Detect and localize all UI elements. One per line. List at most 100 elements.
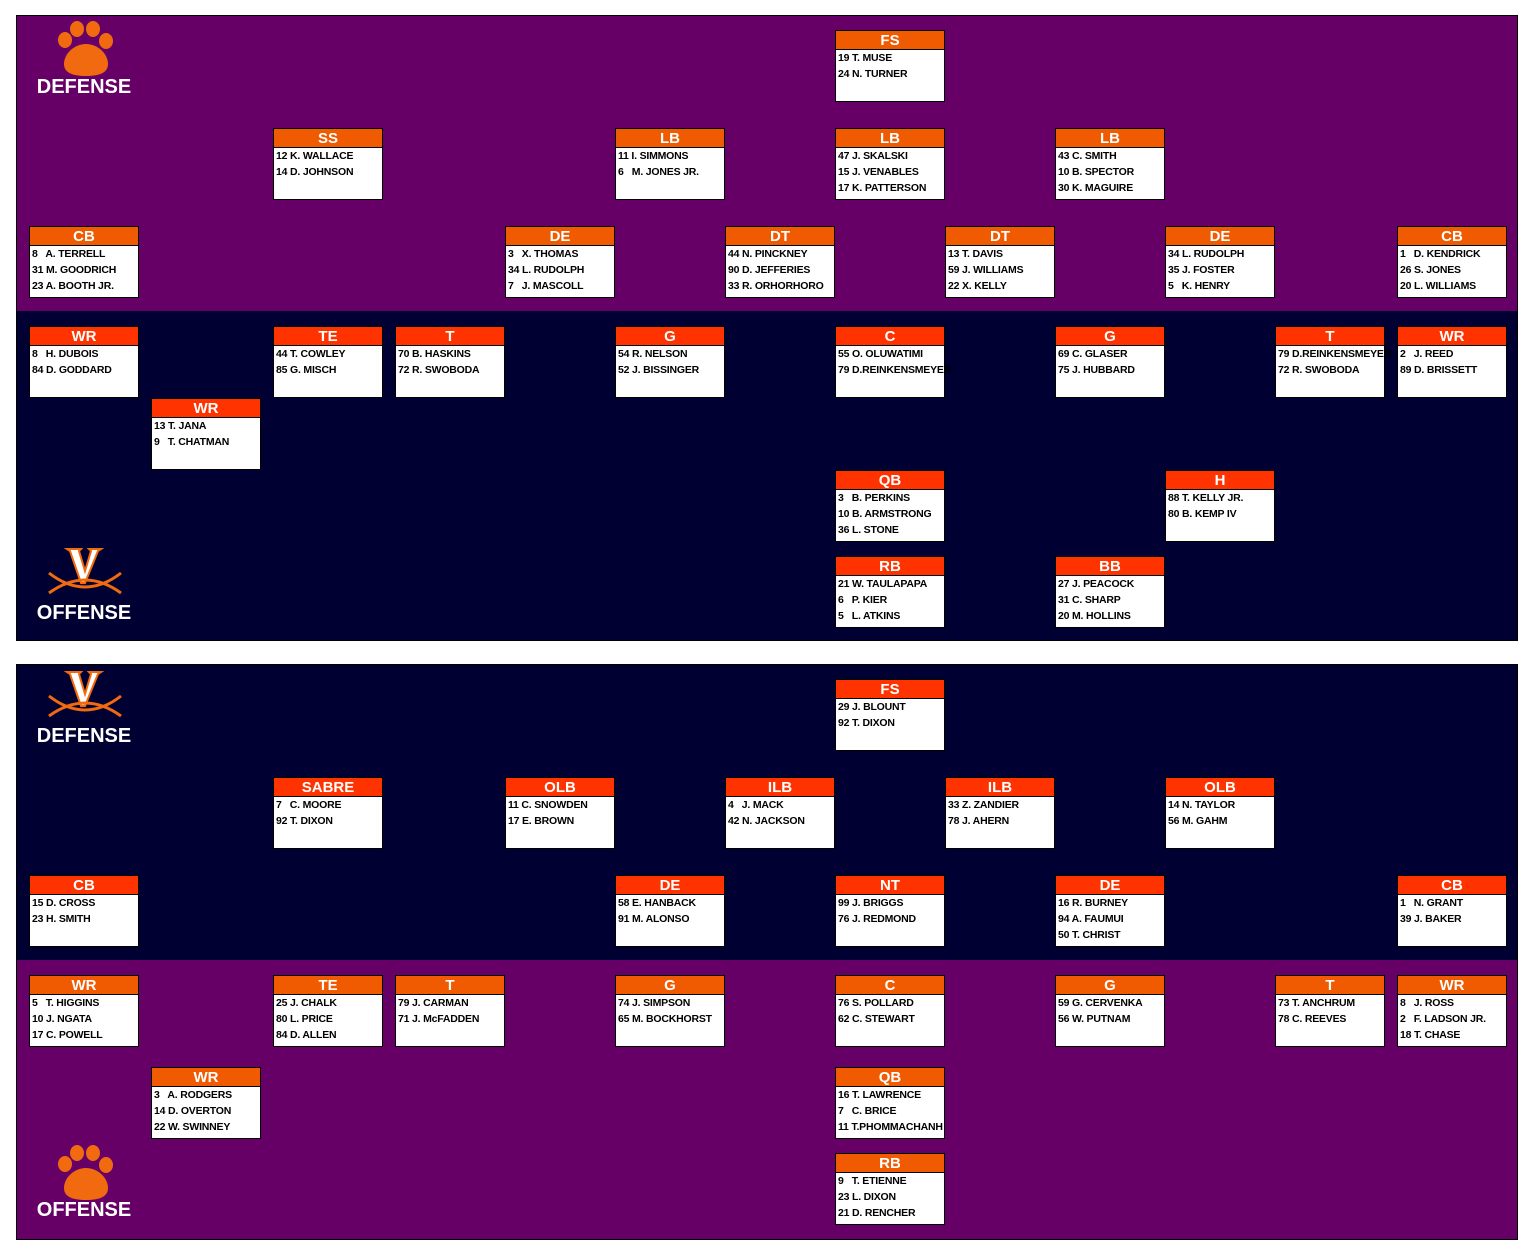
player-entry: 47 J. SKALSKI (838, 150, 908, 162)
player-entry: 55 O. OLUWATIMI (838, 348, 923, 360)
player-entry: 71 J. McFADDEN (398, 1013, 480, 1025)
player-entry: 4 J. MACK (728, 799, 784, 811)
player-entry: 7 C. MOORE (276, 799, 342, 811)
player-entry: 33 R. ORHORHORO (728, 280, 824, 292)
player-entry: 8 J. ROSS (1400, 997, 1454, 1009)
player-entry: 16 R. BURNEY (1058, 897, 1128, 909)
player-entry: 72 R. SWOBODA (398, 364, 480, 376)
player-entry: 34 L. RUDOLPH (1168, 248, 1245, 260)
player-entry: 9 T. CHATMAN (154, 436, 230, 448)
player-entry: 92 T. DIXON (838, 717, 895, 729)
player-entry: 52 J. BISSINGER (618, 364, 700, 376)
player-entry: 80 B. KEMP IV (1168, 508, 1237, 520)
player-entry: 11 I. SIMMONS (618, 150, 689, 162)
position-header: QB (836, 471, 944, 490)
player-entry: 65 M. BOCKHORST (618, 1013, 712, 1025)
player-entry: 76 S. POLLARD (838, 997, 914, 1009)
player-entry: 34 L. RUDOLPH (508, 264, 585, 276)
player-entry: 3 X. THOMAS (508, 248, 579, 260)
position-header: SABRE (274, 778, 382, 797)
position-header: CB (1398, 227, 1506, 246)
player-entry: 99 J. BRIGGS (838, 897, 904, 909)
player-entry: 14 D. JOHNSON (276, 166, 354, 178)
position-header: DE (506, 227, 614, 246)
player-entry: 58 E. HANBACK (618, 897, 696, 909)
position-header: G (616, 327, 724, 346)
player-entry: 62 C. STEWART (838, 1013, 915, 1025)
player-entry: 31 M. GOODRICH (32, 264, 117, 276)
position-header: WR (1398, 976, 1506, 995)
position-box-wr: WR 8 J. ROSS 2 F. LADSON JR. 18 T. CHASE (1397, 975, 1507, 1047)
player-entry: 35 J. FOSTER (1168, 264, 1235, 276)
player-entry: 21 W. TAULAPAPA (838, 578, 928, 590)
player-entry: 2 F. LADSON JR. (1400, 1013, 1486, 1025)
player-entry: 13 T. DAVIS (948, 248, 1003, 260)
position-header: DT (726, 227, 834, 246)
position-header: DE (616, 876, 724, 895)
player-entry: 6 P. KIER (838, 594, 887, 606)
player-entry: 12 K. WALLACE (276, 150, 354, 162)
position-header: DT (946, 227, 1054, 246)
player-entry: 76 J. REDMOND (838, 913, 916, 925)
player-entry: 59 J. WILLIAMS (948, 264, 1024, 276)
game2-defense-label: DEFENSE (36, 725, 132, 747)
game1-offense-label: OFFENSE (36, 602, 132, 624)
player-entry: 13 T. JANA (154, 420, 207, 432)
player-entry: 78 J. AHERN (948, 815, 1010, 827)
player-entry: 56 W. PUTNAM (1058, 1013, 1131, 1025)
player-entry: 8 H. DUBOIS (32, 348, 99, 360)
position-header: RB (836, 1154, 944, 1173)
position-header: LB (616, 129, 724, 148)
position-header: LB (1056, 129, 1164, 148)
position-header: WR (152, 399, 260, 418)
position-header: G (1056, 327, 1164, 346)
game1-defense-label: DEFENSE (36, 76, 132, 98)
player-entry: 20 M. HOLLINS (1058, 610, 1131, 622)
position-header: WR (1398, 327, 1506, 346)
player-entry: 23 L. DIXON (838, 1191, 896, 1203)
player-entry: 21 D. RENCHER (838, 1207, 916, 1219)
position-header: G (616, 976, 724, 995)
position-header: ILB (726, 778, 834, 797)
player-entry: 7 C. BRICE (838, 1105, 897, 1117)
player-entry: 17 K. PATTERSON (838, 182, 927, 194)
player-entry: 24 N. TURNER (838, 68, 908, 80)
position-header: RB (836, 557, 944, 576)
player-entry: 84 D. ALLEN (276, 1029, 337, 1041)
position-header: WR (152, 1068, 260, 1087)
player-entry: 3 B. PERKINS (838, 492, 910, 504)
player-entry: 1 N. GRANT (1400, 897, 1463, 909)
position-header: T (396, 976, 504, 995)
position-header: CB (1398, 876, 1506, 895)
player-entry: 18 T. CHASE (1400, 1029, 1461, 1041)
player-entry: 20 L. WILLIAMS (1400, 280, 1476, 292)
position-header: C (836, 327, 944, 346)
player-entry: 22 X. KELLY (948, 280, 1007, 292)
position-header: T (1276, 327, 1384, 346)
player-entry: 5 T. HIGGINS (32, 997, 100, 1009)
